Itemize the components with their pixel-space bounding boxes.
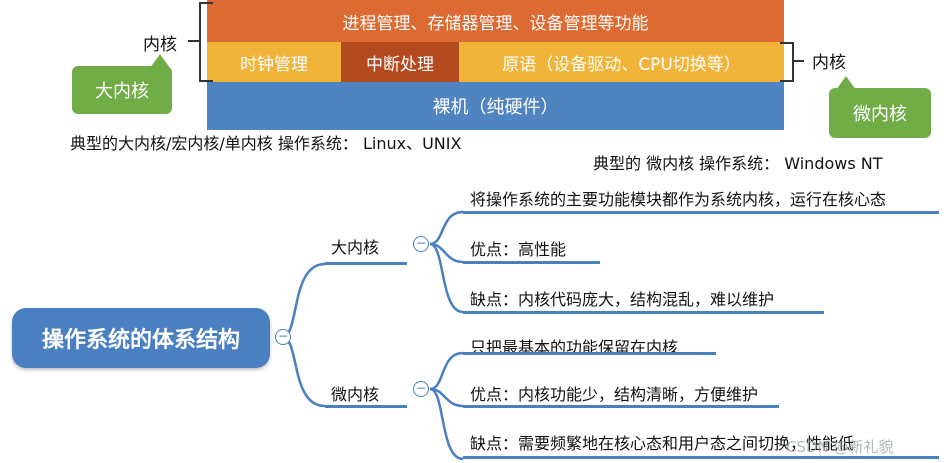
connector-root-macro: [281, 262, 326, 339]
macro-leaf-3-underline: [463, 311, 824, 314]
right-kernel-label: 内核: [812, 53, 846, 73]
micro-tag-pointer: [836, 76, 856, 90]
macro-leaf-1-underline: [463, 211, 939, 214]
micro-collapse-icon[interactable]: −: [413, 381, 429, 397]
connector-root-micro: [281, 335, 326, 408]
right-brace-tick: [792, 60, 804, 62]
right-brace: [780, 42, 794, 82]
connector-macro-leaf-1: [429, 210, 464, 246]
branch-macro-kernel[interactable]: 大内核: [331, 238, 380, 257]
macro-collapse-icon[interactable]: −: [413, 236, 429, 252]
root-collapse-icon[interactable]: −: [275, 329, 291, 345]
connector-macro-leaf-3: [429, 242, 464, 314]
macro-kernel-examples: 典型的大内核/宏内核/单内核 操作系统： Linux、UNIX: [70, 134, 462, 153]
micro-leaf-2[interactable]: 优点：内核功能少，结构清晰，方便维护: [470, 385, 759, 404]
connector-micro-leaf-3: [429, 387, 464, 461]
branch-macro-underline: [325, 262, 407, 265]
bare-machine-layer: 裸机（纯硬件）: [207, 82, 784, 130]
watermark: CSDN @新礼貌: [786, 438, 894, 456]
left-kernel-label: 内核: [143, 35, 177, 55]
primitives-cell: 原语（设备驱动、CPU切换等）: [459, 42, 784, 82]
left-brace-tick: [188, 40, 200, 42]
micro-leaf-1-underline: [463, 352, 716, 355]
connector-micro-leaf-1: [429, 351, 464, 391]
root-node[interactable]: 操作系统的体系结构: [12, 308, 270, 368]
branch-micro-underline: [325, 405, 407, 408]
macro-leaf-2[interactable]: 优点：高性能: [470, 240, 567, 259]
micro-kernel-examples: 典型的 微内核 操作系统： Windows NT: [593, 154, 883, 173]
micro-kernel-tag: 微内核: [829, 88, 931, 138]
clock-management-cell: 时钟管理: [207, 42, 341, 82]
macro-tag-pointer: [150, 54, 170, 68]
macro-leaf-3[interactable]: 缺点：内核代码庞大，结构混乱，难以维护: [470, 290, 775, 309]
micro-leaf-3[interactable]: 缺点：需要频繁地在核心态和用户态之间切换，性能低: [470, 434, 855, 453]
macro-leaf-1[interactable]: 将操作系统的主要功能模块都作为系统内核，运行在核心态: [470, 190, 887, 209]
macro-leaf-2-underline: [463, 261, 600, 264]
macro-kernel-tag: 大内核: [72, 66, 172, 114]
branch-micro-kernel[interactable]: 微内核: [331, 385, 380, 404]
micro-leaf-2-underline: [463, 405, 779, 408]
interrupt-handling-cell: 中断处理: [341, 42, 459, 82]
kernel-functions-layer: 进程管理、存储器管理、设备管理等功能: [207, 0, 784, 42]
left-brace: [199, 2, 213, 82]
micro-leaf-3-underline: [463, 456, 939, 459]
